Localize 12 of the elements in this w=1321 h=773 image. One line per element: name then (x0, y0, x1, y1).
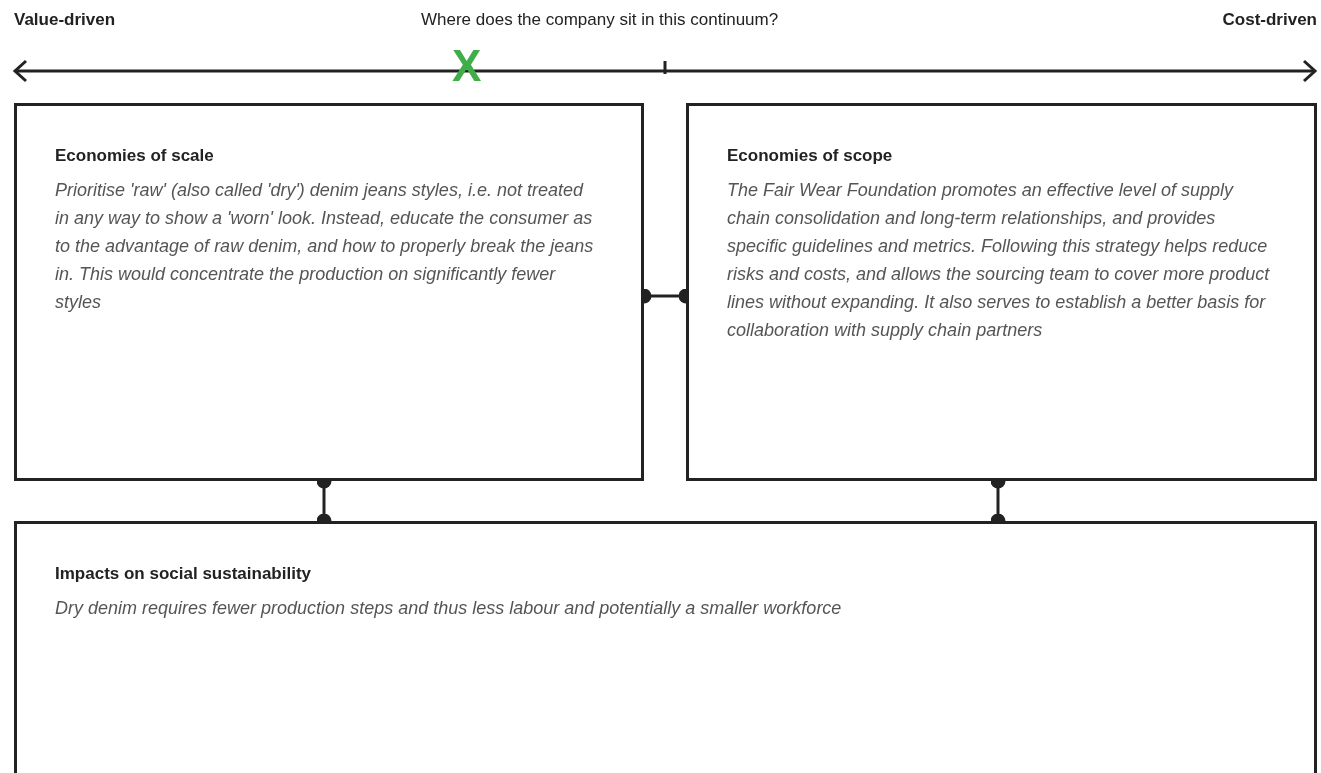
text-card (14, 103, 644, 481)
axis-end-label: Cost-driven (1222, 10, 1317, 30)
card-body: The Fair Wear Foundation promotes an effective level of supply chain consolidation and long-term relationships, and provides specific guidelines and metrics. Following this strategy helps reduce risks and costs, and allows the sourcing team to cover more product lines without expanding. It also serves to establish a better basis for collaboration with supply chain partners (727, 179, 1271, 342)
card-heading: Economies of scope (727, 146, 894, 166)
card-body: Dry denim requires fewer production steps and thus less labour and potentially a smaller workforce (55, 597, 843, 620)
text-card (14, 521, 1317, 773)
axis-end-label: Value-driven (14, 10, 116, 30)
card-heading: Impacts on social sustainability (55, 564, 313, 584)
card-body: Prioritise 'raw' (also called 'dry') denim jeans styles, i.e. not treated in any way to show a 'worn' look. Instead, educate the consumer as to the advantage of raw denim, and how to properly break the jeans in. This would concentrate the production on significantly fewer styles (55, 179, 595, 314)
question-text: Where does the company sit in this continuum? (421, 10, 779, 30)
card-heading: Economies of scale (55, 146, 215, 166)
text-card (686, 103, 1317, 481)
